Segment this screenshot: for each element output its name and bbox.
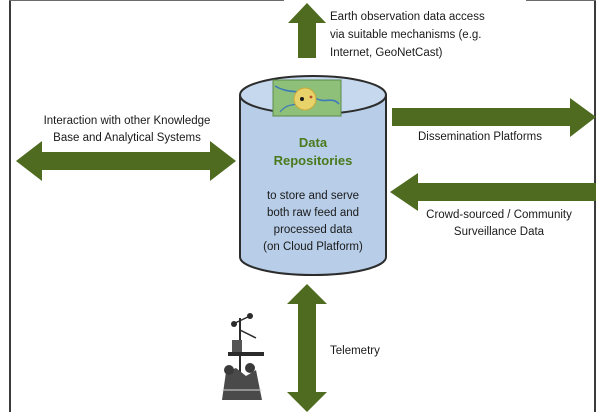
frame-top-left-border xyxy=(9,0,284,1)
arrow-right-top xyxy=(392,98,596,137)
cylinder-title-line1: Data xyxy=(298,135,328,150)
bottom-label-telemetry: Telemetry xyxy=(330,345,380,357)
right-top-label: Dissemination Platforms xyxy=(418,131,542,143)
cylinder-body-line3: processed data xyxy=(273,224,353,236)
arrow-bottom xyxy=(287,284,327,412)
top-label-line1: Earth observation data access xyxy=(330,11,485,23)
right-bottom-label-line1: Crowd-sourced / Community xyxy=(426,209,572,221)
arrow-top xyxy=(288,3,326,58)
top-label-line3: Internet, GeoNetCast) xyxy=(330,47,443,59)
frame-left-border xyxy=(9,0,11,412)
map-thumbnail-icon xyxy=(272,79,342,117)
right-bottom-label-line2: Surveillance Data xyxy=(453,226,545,238)
cylinder-body-line2: both raw feed and xyxy=(266,207,360,219)
frame-top-right-border xyxy=(526,0,596,1)
arrow-right-bottom xyxy=(390,173,596,211)
cylinder-title-line2: Repositories xyxy=(273,153,353,168)
left-label-line1: Interaction with other Knowledge xyxy=(43,115,211,127)
top-label-line2: via suitable mechanisms (e.g. xyxy=(330,29,482,41)
cylinder-body-line4: (on Cloud Platform) xyxy=(263,241,363,253)
weather-station-icon xyxy=(222,313,264,400)
cylinder-body-line1: to store and serve xyxy=(266,190,360,202)
arrow-left xyxy=(16,141,236,181)
frame-right-border xyxy=(594,0,596,412)
left-label-line2: Base and Analytical Systems xyxy=(53,132,201,144)
